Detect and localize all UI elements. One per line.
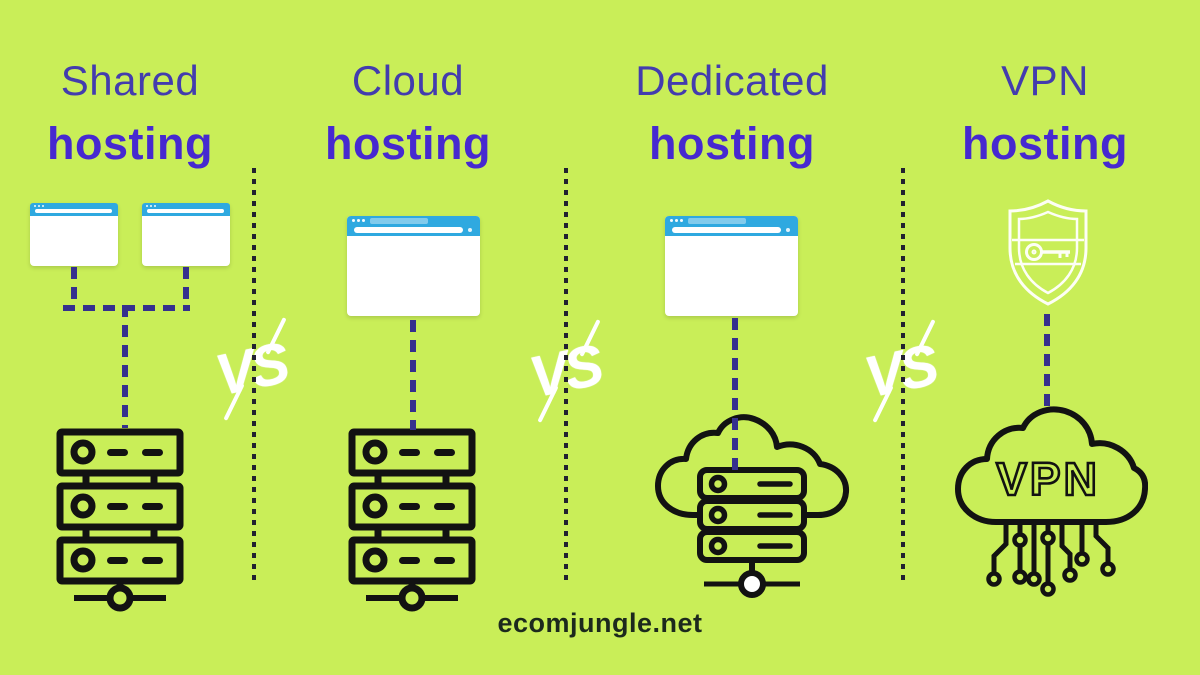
server-stack-icon [348,428,476,612]
server-stack-icon [56,428,184,612]
window-dot-icon [670,219,673,222]
browser-window-icon [142,203,230,266]
vs-badge: VS [857,319,953,423]
dotted-separator [901,168,905,580]
title-line2: hosting [47,117,213,169]
vs-label: VS [859,332,941,411]
browser-tab [688,218,746,224]
dashed-connector [71,267,77,307]
vs-label: VS [210,330,292,409]
window-dot-icon [357,219,360,222]
browser-window-icon [665,216,798,316]
shield-key-icon [1008,199,1088,306]
vpn-cloud-label: VPN [996,453,1100,505]
browser-window-icon [30,203,118,266]
vs-badge: VS [522,319,618,423]
address-bar [672,227,790,233]
dotted-separator [564,168,568,580]
window-dot-icon [150,205,152,207]
window-dot-icon [352,219,355,222]
title-line1: Dedicated [635,57,829,104]
column-title-vpn: VPN hosting [925,55,1165,172]
column-title-dedicated: Dedicated hosting [612,55,852,172]
address-bar [354,227,472,233]
window-dot-icon [34,205,36,207]
browser-titlebar [347,216,480,236]
browser-window-icon [347,216,480,316]
dashed-connector [183,267,189,307]
column-title-shared: Shared hosting [10,55,250,172]
window-dot-icon [154,205,156,207]
window-dot-icon [675,219,678,222]
vpn-cloud-circuit-icon: VPN [955,406,1148,597]
address-bar [35,209,112,213]
cloud-server-icon [655,414,850,598]
browser-tab [370,218,428,224]
dashed-connector [410,320,416,430]
title-line1: Cloud [351,57,465,104]
window-dot-icon [42,205,44,207]
title-line2: hosting [962,117,1128,169]
dashed-connector [122,305,128,428]
title-line2: hosting [649,117,815,169]
browser-titlebar [142,203,230,216]
window-dot-icon [146,205,148,207]
title-line1: VPN [1001,57,1089,104]
vs-badge: VS [208,317,304,421]
window-dot-icon [38,205,40,207]
dotted-separator [252,168,256,580]
footer-brand: ecomjungle.net [497,608,703,638]
title-line2: hosting [325,117,491,169]
dashed-connector [1044,314,1050,414]
title-line1: Shared [60,57,200,104]
browser-titlebar [665,216,798,236]
address-bar [147,209,224,213]
window-dot-icon [680,219,683,222]
browser-titlebar [30,203,118,216]
dashed-connector [732,318,738,470]
column-title-cloud: Cloud hosting [288,55,528,172]
window-dot-icon [362,219,365,222]
